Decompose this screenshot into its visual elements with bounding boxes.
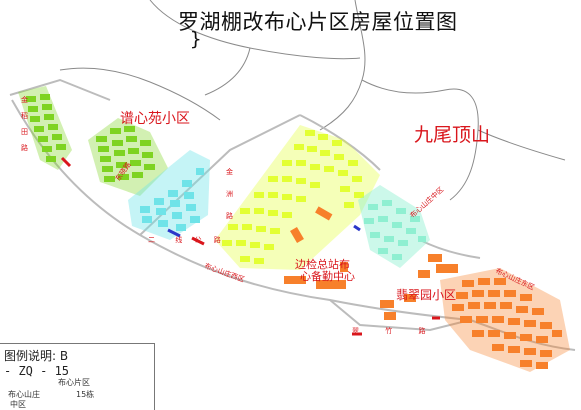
legend-line-4: 布心山庄 xyxy=(8,390,40,399)
road-network xyxy=(9,78,576,351)
zone-cyan xyxy=(128,150,210,240)
east-buildings xyxy=(452,278,562,369)
legend-line-6: 中区 xyxy=(10,400,26,409)
label-puxinyuan: 谱心苑小区 xyxy=(120,111,190,127)
yellow-buildings xyxy=(222,130,364,264)
map-title: 罗湖棚改布心片区房屋位置图 xyxy=(178,10,458,34)
legend-line-2: - ZQ - 15 xyxy=(4,364,70,378)
zone-green xyxy=(18,86,168,196)
zone-orange-feicui xyxy=(380,254,458,320)
zone-orange-bianjian xyxy=(284,206,348,289)
label-bianjian: 边检总站布 xyxy=(295,258,350,271)
road-label-cuizhu: 翠 竹 路 xyxy=(352,327,426,335)
road-label-erxian: 二 线 公 路 xyxy=(148,236,221,244)
legend-line-3: 布心片区 xyxy=(58,378,90,387)
label-feicuiyuan: 翡翠园小区 xyxy=(396,288,457,302)
road-label-jindaotian: 金 稻 田 路 xyxy=(21,96,28,152)
zone-teal xyxy=(358,185,430,268)
green-buildings-2 xyxy=(96,126,155,182)
contour-lines xyxy=(59,0,566,201)
zone-yellow xyxy=(215,125,380,270)
zone-orange-east xyxy=(440,268,570,372)
label-jiuweidingshan: 九尾顶山 xyxy=(414,124,491,146)
route-markers xyxy=(60,156,440,336)
legend-line-5: 15栋 xyxy=(76,390,95,399)
legend-line-1: 图例说明: B xyxy=(4,349,69,363)
road-label-jinzhou: 金 洲 路 xyxy=(226,168,233,220)
title-mark: } xyxy=(190,28,202,50)
legend-box: 图例说明: B - ZQ - 15 布心片区 布心山庄 15栋 中区 xyxy=(0,343,155,410)
label-bianjian-2: 心备勤中心 xyxy=(300,270,355,283)
green-buildings xyxy=(26,94,66,162)
